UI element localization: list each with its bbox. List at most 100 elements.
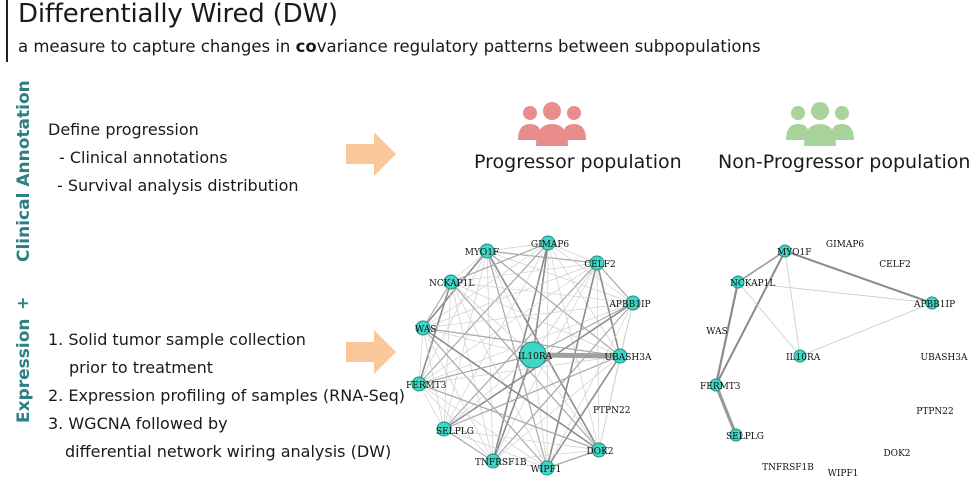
network-edge xyxy=(532,352,621,359)
progressor-label: Progressor population xyxy=(474,151,682,173)
network-edge xyxy=(422,327,494,462)
network-edge xyxy=(422,327,600,451)
network-node xyxy=(589,255,605,271)
expression-line: 1. Solid tumor sample collection xyxy=(48,330,306,349)
clinical-item: - Clinical annotations xyxy=(59,148,228,167)
network-edge xyxy=(450,250,488,283)
network-node-label: TNFRSF1B xyxy=(762,463,814,473)
expression-line: 2. Expression profiling of samples (RNA-… xyxy=(48,386,406,405)
expression-block: 1. Solid tumor sample collection prior t… xyxy=(48,326,405,466)
network-edge xyxy=(532,354,600,451)
network-node xyxy=(591,442,607,458)
network-edge xyxy=(443,242,549,430)
network-node xyxy=(625,295,641,311)
page-title: Differentially Wired (DW) xyxy=(18,0,338,29)
network-node-label: UBASH3A xyxy=(605,353,652,363)
network-node xyxy=(411,376,427,392)
network-edge xyxy=(714,281,740,386)
clinical-heading: Define progression xyxy=(48,120,199,139)
network-node xyxy=(519,341,547,369)
network-node-label: GIMAP6 xyxy=(826,240,865,250)
network-node-label: IL10RA xyxy=(518,352,553,362)
network-edge xyxy=(547,242,600,451)
network-node xyxy=(540,235,556,251)
network-edge xyxy=(737,281,933,304)
network-node-label: PTPN22 xyxy=(593,406,630,416)
network-edge xyxy=(486,250,534,356)
network-edge xyxy=(422,327,621,357)
network-edge xyxy=(418,383,600,451)
network-edge xyxy=(532,354,548,469)
network-node-label: NCKAP1L xyxy=(429,279,474,289)
network-node-label: GIMAP6 xyxy=(531,240,570,250)
clinical-block: Define progression - Clinical annotation… xyxy=(48,116,299,200)
network-edge xyxy=(450,281,534,356)
network-edge xyxy=(492,355,621,462)
network-edge xyxy=(422,327,534,356)
network-node xyxy=(436,421,452,437)
arrow-right-icon xyxy=(346,132,396,176)
network-node-label: DOK2 xyxy=(586,447,613,457)
network-edge xyxy=(598,355,621,451)
network-node-label: CELF2 xyxy=(879,260,910,270)
network-node-label: MYO1F xyxy=(465,248,500,258)
network-edge xyxy=(443,250,488,430)
network-node-label: WAS xyxy=(415,325,436,335)
page-subtitle: a measure to capture changes in covarian… xyxy=(18,37,761,56)
network-node xyxy=(485,453,501,469)
network-edge xyxy=(418,281,452,385)
network-edge xyxy=(422,281,452,329)
network-node xyxy=(539,460,555,476)
network-edge xyxy=(486,242,549,252)
network-edge xyxy=(546,302,634,469)
network-node-label: WIPF1 xyxy=(828,469,859,479)
network-node-label: DOK2 xyxy=(883,449,910,459)
network-edge xyxy=(418,383,494,462)
network-edge xyxy=(450,242,549,283)
network-node xyxy=(612,348,628,364)
network-edge xyxy=(418,355,621,385)
network-edge xyxy=(450,281,634,304)
network-edge xyxy=(547,242,621,357)
network-edge xyxy=(443,428,494,462)
network-edge xyxy=(418,262,598,385)
expression-line: prior to treatment xyxy=(69,358,214,377)
network-node-label: WAS xyxy=(706,327,727,337)
network-node-label: TNFRSF1B xyxy=(475,458,527,468)
network-node xyxy=(415,320,431,336)
network-node xyxy=(793,349,807,363)
group-people-icon xyxy=(518,102,586,146)
network-edge xyxy=(450,281,600,451)
network-node xyxy=(731,275,745,289)
network-node-label: FERMT3 xyxy=(406,381,447,391)
clinical-item: - Survival analysis distribution xyxy=(57,176,299,195)
network-edge xyxy=(443,428,600,451)
network-edge xyxy=(532,242,549,356)
network-edge xyxy=(737,250,786,283)
network-node-label: APBB1IP xyxy=(913,300,955,310)
network-edge xyxy=(443,428,548,469)
network-edge xyxy=(418,354,534,385)
expression-line: differential network wiring analysis (DW… xyxy=(65,442,392,461)
network-node-label: UBASH3A xyxy=(921,353,968,363)
network-edge xyxy=(492,354,534,462)
network-edge xyxy=(486,250,598,264)
network-edge xyxy=(450,262,598,283)
group-people-icon xyxy=(786,102,854,146)
network-edge xyxy=(547,242,598,264)
network-edge xyxy=(422,262,598,329)
network-node-label: IL10RA xyxy=(786,353,821,363)
title-accent-bar xyxy=(6,0,8,62)
network-edge xyxy=(443,354,534,430)
network-node xyxy=(479,243,495,259)
network-edge xyxy=(799,302,933,357)
network-edge xyxy=(547,242,634,304)
network-node xyxy=(925,296,939,310)
network-node xyxy=(729,428,743,442)
network-edge xyxy=(492,449,600,462)
network-edge xyxy=(715,250,786,386)
network-node-label: PTPN22 xyxy=(916,407,953,417)
network-edge xyxy=(532,262,598,356)
